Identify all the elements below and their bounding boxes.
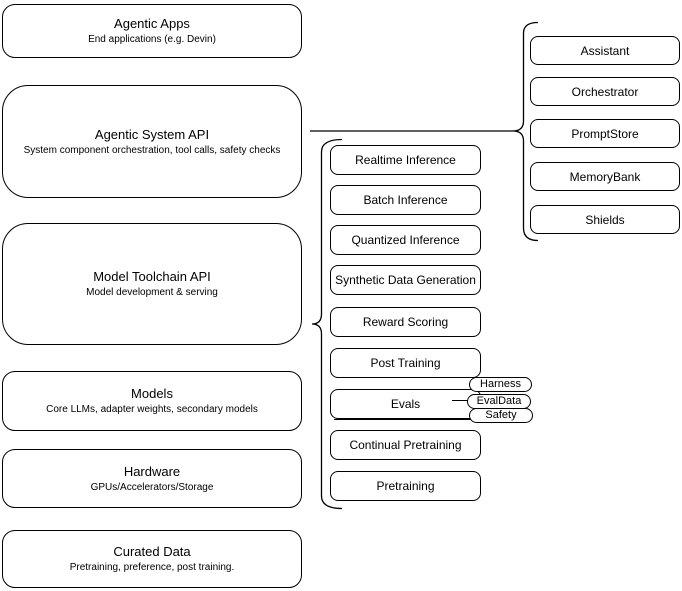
- models-box: Models Core LLMs, adapter weights, secon…: [2, 371, 302, 431]
- agentic-system-api-subtitle: System component orchestration, tool cal…: [23, 144, 281, 156]
- promptstore-box: PromptStore: [530, 119, 680, 148]
- curated-data-subtitle: Pretraining, preference, post training.: [69, 562, 235, 573]
- assistant-box: Assistant: [530, 36, 680, 65]
- synthetic-data-generation-box: Synthetic Data Generation: [330, 265, 481, 295]
- batch-inference-box: Batch Inference: [330, 185, 481, 215]
- continual-pretraining-box: Continual Pretraining: [330, 430, 481, 460]
- quantized-inference-box: Quantized Inference: [330, 225, 481, 255]
- hardware-subtitle: GPUs/Accelerators/Storage: [90, 481, 214, 493]
- agentic-apps-subtitle: End applications (e.g. Devin): [88, 34, 216, 45]
- model-toolchain-api-title: Model Toolchain API: [93, 269, 211, 284]
- evaldata-connector-stub: [452, 400, 469, 401]
- evaldata-pill: EvalData: [467, 394, 531, 409]
- safety-pill: Safety: [469, 408, 533, 423]
- models-subtitle: Core LLMs, adapter weights, secondary mo…: [46, 404, 258, 415]
- hardware-box: Hardware GPUs/Accelerators/Storage: [2, 449, 302, 508]
- realtime-inference-box: Realtime Inference: [330, 145, 481, 175]
- safety-connector-stub: [334, 419, 472, 420]
- evals-box: Evals: [330, 389, 481, 419]
- agentic-apps-box: Agentic Apps End applications (e.g. Devi…: [2, 4, 302, 58]
- toolchain-group-brace: [311, 138, 343, 510]
- agentic-system-api-box: Agentic System API System component orch…: [2, 85, 302, 198]
- orchestrator-box: Orchestrator: [530, 77, 680, 106]
- pretraining-box: Pretraining: [330, 471, 481, 501]
- model-toolchain-api-box: Model Toolchain API Model development & …: [2, 223, 302, 345]
- harness-pill: Harness: [469, 377, 532, 392]
- memorybank-box: MemoryBank: [530, 162, 680, 191]
- curated-data-box: Curated Data Pretraining, preference, po…: [2, 530, 302, 588]
- shields-box: Shields: [530, 205, 680, 234]
- hardware-title: Hardware: [123, 463, 181, 479]
- agentic-apps-title: Agentic Apps: [114, 16, 190, 31]
- model-toolchain-api-subtitle: Model development & serving: [86, 287, 218, 298]
- post-training-box: Post Training: [330, 348, 481, 378]
- agentic-system-api-title: Agentic System API: [94, 126, 210, 142]
- curated-data-title: Curated Data: [113, 544, 191, 559]
- models-title: Models: [131, 386, 173, 401]
- reward-scoring-box: Reward Scoring: [330, 307, 481, 337]
